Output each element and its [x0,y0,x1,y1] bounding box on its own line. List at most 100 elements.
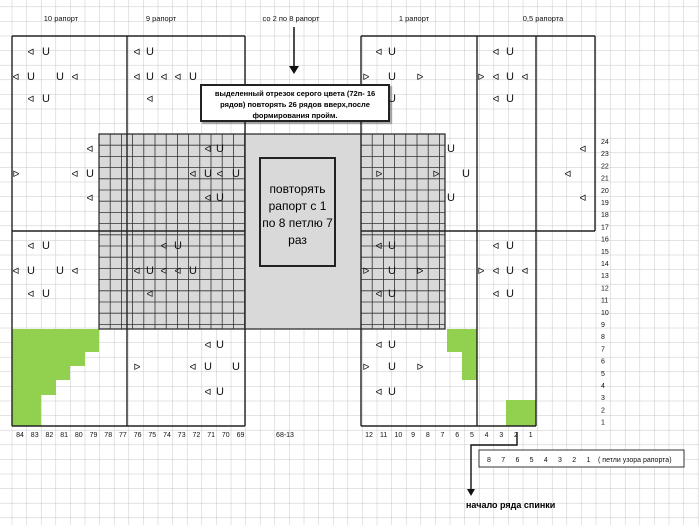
stitch-number-right: 8 [426,432,430,439]
left-triangle-icon: ᐊ [161,241,168,251]
left-triangle-icon: ᐊ [376,340,383,350]
left-triangle-icon: ᐊ [72,266,79,276]
left-triangle-icon: ᐊ [147,289,154,299]
row-number: 6 [601,359,605,366]
u-symbol-icon: U [174,240,182,252]
repeat-label-4: 1 рапорт [399,14,430,23]
u-symbol-icon: U [388,240,396,252]
left-triangle-icon: ᐊ [161,266,168,276]
left-triangle-icon: ᐊ [134,47,141,57]
green-decrease-left [12,329,99,426]
stitch-number-left: 82 [46,432,54,439]
left-triangle-icon: ᐊ [205,340,212,350]
pattern-repeat-number: 5 [530,457,534,464]
stitch-number-left: 80 [75,432,83,439]
right-triangle-icon: ᐅ [417,266,424,276]
u-symbol-icon: U [56,71,64,83]
left-triangle-icon: ᐊ [87,144,94,154]
right-triangle-icon: ᐅ [134,362,141,372]
left-triangle-icon: ᐊ [175,266,182,276]
right-triangle-icon: ᐅ [478,266,485,276]
u-symbol-icon: U [146,46,154,58]
row-number: 21 [601,176,609,183]
pattern-repeat-number: 8 [487,457,491,464]
center-note-text: повторять рапорт с 1 по 8 петлю 7 раз [262,182,333,247]
row-number: 12 [601,285,609,292]
left-triangle-icon: ᐊ [205,193,212,203]
u-symbol-icon: U [506,240,514,252]
u-symbol-icon: U [506,46,514,58]
u-symbol-icon: U [462,168,470,180]
pattern-repeat-number: 3 [558,457,562,464]
right-triangle-icon: ᐅ [363,72,370,82]
repeat-label-3: со 2 по 8 рапорт [263,14,320,23]
left-triangle-icon: ᐊ [134,72,141,82]
row-number: 9 [601,322,605,329]
stitch-number-right: 6 [455,432,459,439]
gray-block-border [98,133,446,330]
left-triangle-icon: ᐊ [205,387,212,397]
stitch-number-left: 77 [119,432,127,439]
stitch-number-left: 69 [237,432,245,439]
row-number: 24 [601,139,609,146]
repeat-callout: выделенный отрезок серого цвета (72п- 16… [200,84,390,122]
row-number: 7 [601,346,605,353]
row-number: 20 [601,188,609,195]
row-number: 23 [601,151,609,158]
stitch-range-middle: 68-13 [276,432,294,439]
arrow-down-head [289,66,299,74]
pattern-repeat-number: 6 [515,457,519,464]
u-symbol-icon: U [232,168,240,180]
row-number: 11 [601,298,608,305]
row-number: 2 [601,407,605,414]
row-number: 18 [601,212,609,219]
left-triangle-icon: ᐊ [580,144,587,154]
u-symbol-icon: U [388,265,396,277]
left-triangle-icon: ᐊ [72,72,79,82]
left-triangle-icon: ᐊ [493,289,500,299]
row-number: 13 [601,273,609,280]
u-symbol-icon: U [506,93,514,105]
left-triangle-icon: ᐊ [28,289,35,299]
u-symbol-icon: U [232,361,240,373]
left-triangle-icon: ᐊ [493,72,500,82]
left-triangle-icon: ᐊ [376,289,383,299]
start-row-label: начало ряда спинки [466,500,556,510]
stitch-number-left: 76 [134,432,142,439]
u-symbol-icon: U [506,265,514,277]
u-symbol-icon: U [204,361,212,373]
stitch-number-left: 74 [163,432,171,439]
u-symbol-icon: U [388,361,396,373]
left-triangle-icon: ᐊ [175,72,182,82]
repeat-label-2: 9 рапорт [146,14,177,23]
stitch-number-right: 7 [441,432,445,439]
u-symbol-icon: U [216,386,224,398]
stitch-number-right: 11 [380,432,387,439]
u-symbol-icon: U [216,192,224,204]
row-number: 19 [601,200,609,207]
left-triangle-icon: ᐊ [493,266,500,276]
u-symbol-icon: U [447,143,455,155]
row-number: 14 [601,261,609,268]
u-symbol-icon: U [388,339,396,351]
pattern-repeat-note: ( петли узора рапорта) [598,457,672,464]
u-symbol-icon: U [146,71,154,83]
row-number: 5 [601,371,605,378]
u-symbol-icon: U [388,46,396,58]
left-triangle-icon: ᐊ [522,72,529,82]
right-triangle-icon: ᐅ [417,362,424,372]
u-symbol-icon: U [388,288,396,300]
stitch-number-left: 73 [178,432,186,439]
left-triangle-icon: ᐊ [134,266,141,276]
pattern-repeat-number: 1 [586,457,590,464]
u-symbol-icon: U [388,71,396,83]
stitch-number-right: 4 [485,432,489,439]
row-number: 1 [601,420,605,427]
left-triangle-icon: ᐊ [376,241,383,251]
u-symbol-icon: U [388,386,396,398]
left-triangle-icon: ᐊ [28,241,35,251]
stitch-number-left: 70 [222,432,230,439]
u-symbol-icon: U [146,265,154,277]
